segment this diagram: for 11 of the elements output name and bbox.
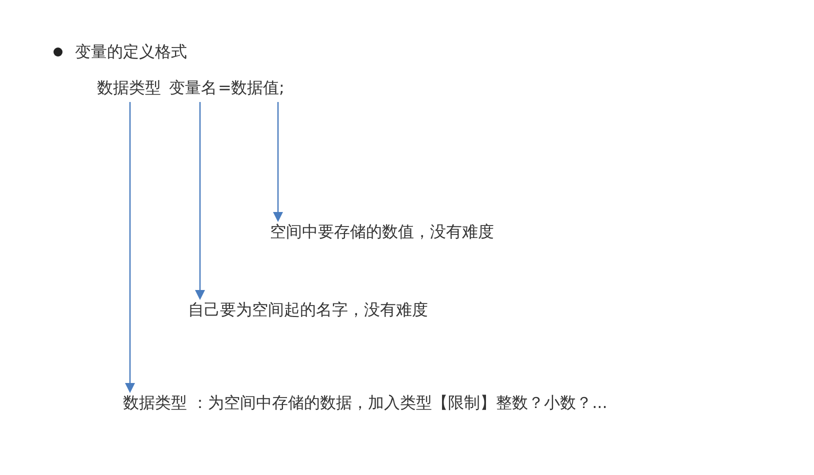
bullet-heading: 变量的定义格式 — [75, 42, 187, 62]
arrow — [273, 102, 283, 222]
code-term: 数据类型 — [97, 78, 161, 98]
arrow — [125, 102, 135, 393]
explanation-text: 空间中要存储的数值，没有难度 — [270, 222, 494, 242]
explanation-text: 数据类型 ：为空间中存储的数据，加入类型【限制】整数？小数？... — [123, 393, 608, 413]
arrow — [195, 102, 205, 300]
equals-sign: = — [218, 78, 232, 98]
code-term: 变量名 — [169, 78, 217, 98]
code-term: 数据值; — [231, 78, 284, 98]
explanation-text: 自己要为空间起的名字，没有难度 — [188, 300, 428, 320]
